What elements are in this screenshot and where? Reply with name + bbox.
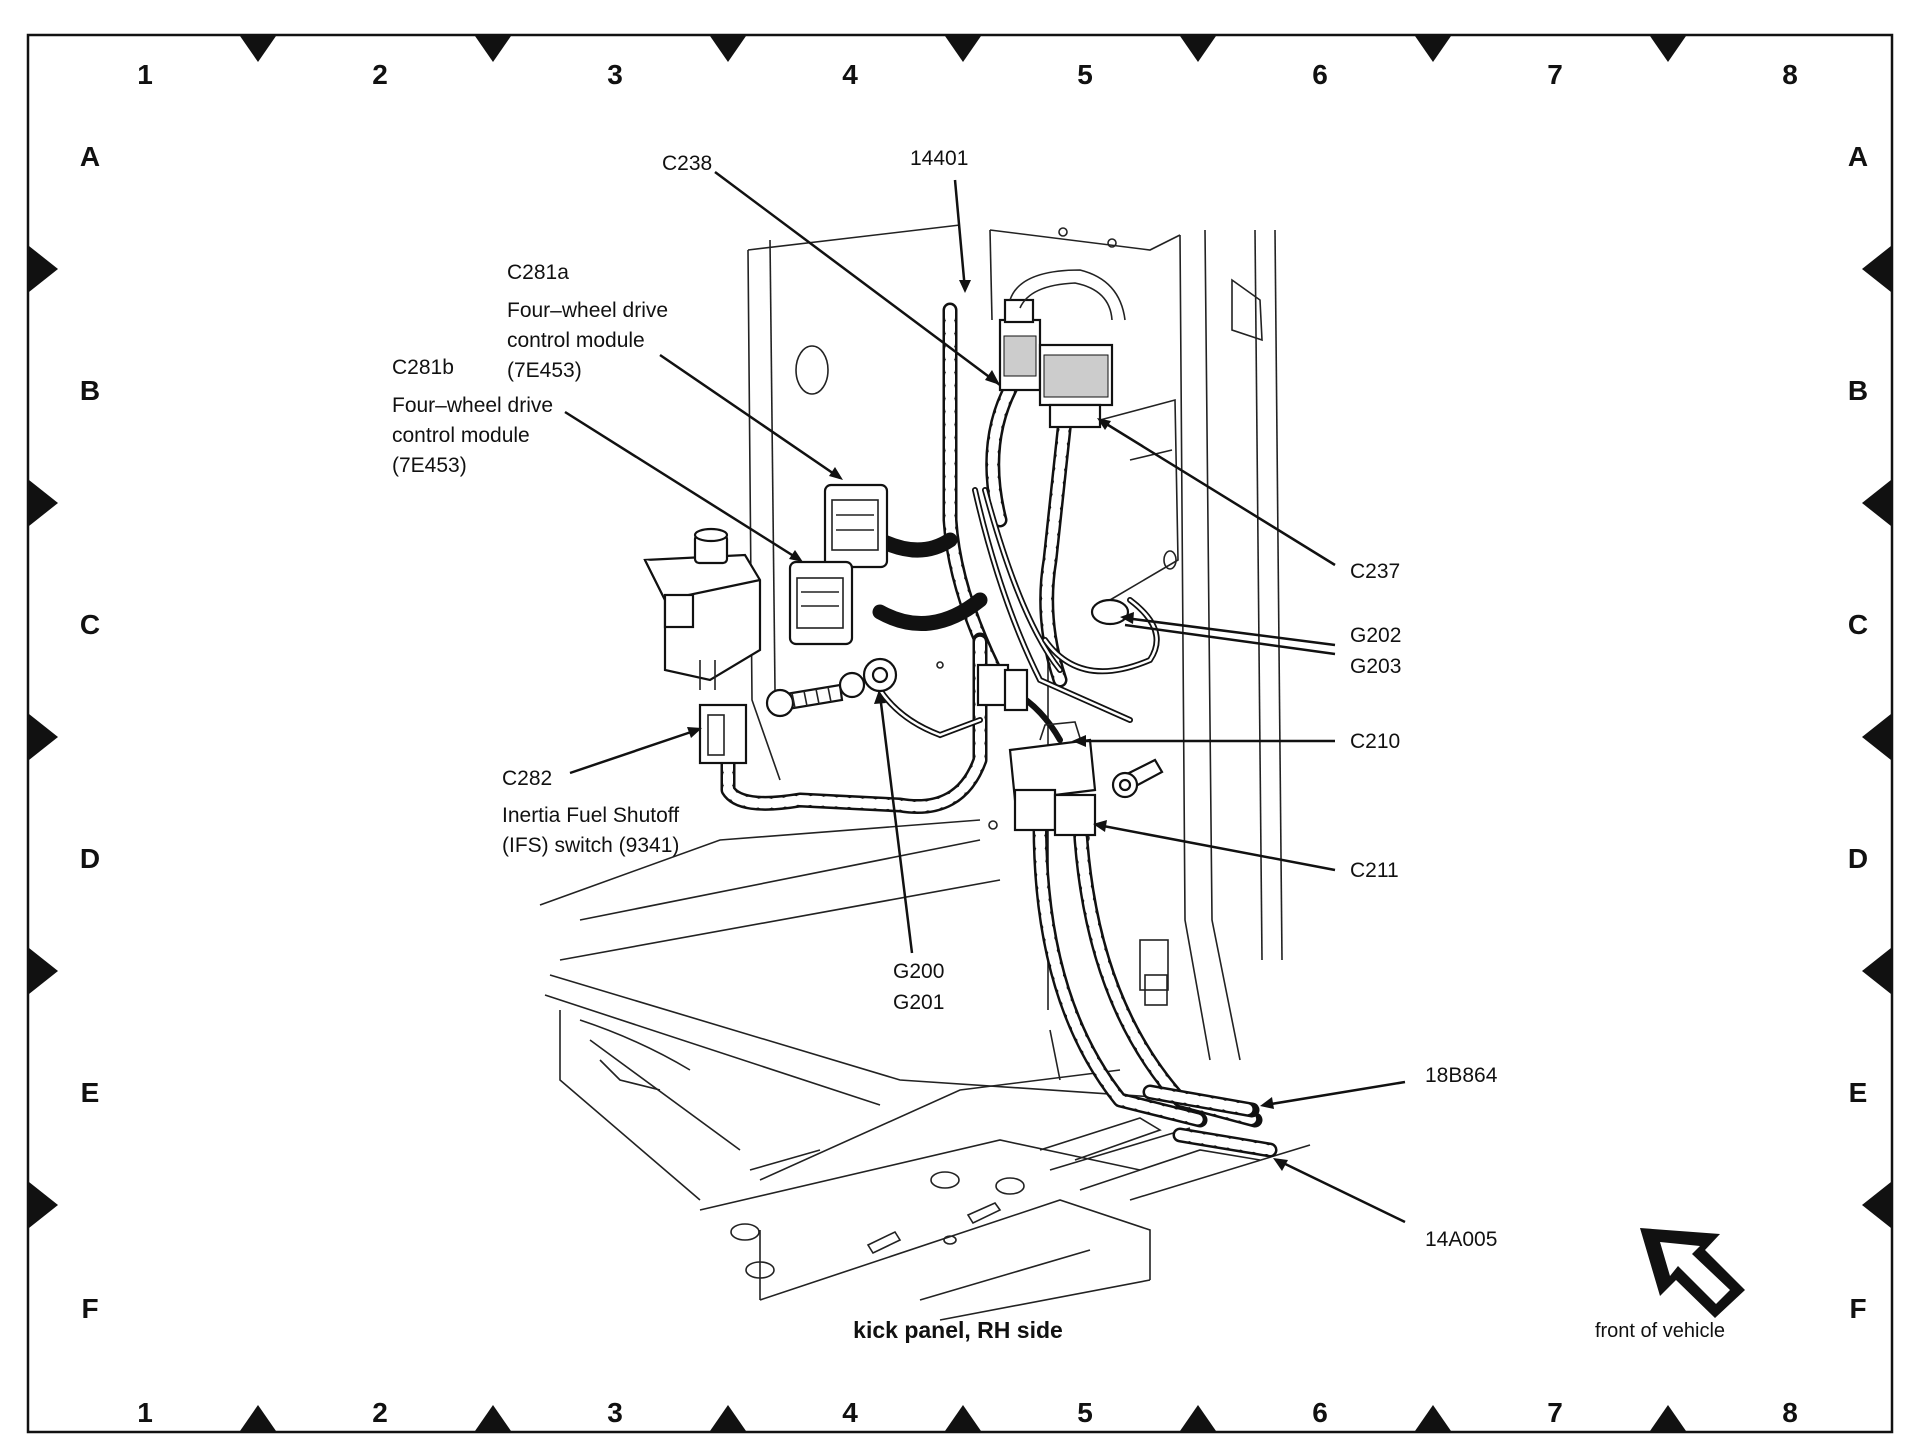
left-row-labels: A B C D E F (80, 141, 100, 1324)
row-label-f: F (1849, 1293, 1866, 1324)
col-label-4: 4 (842, 59, 858, 90)
col-label-7: 7 (1547, 59, 1563, 90)
c281b-connector (788, 560, 854, 646)
label-c281b-line2: control module (392, 424, 530, 447)
front-of-vehicle-label: front of vehicle (1595, 1320, 1725, 1342)
ifs-switch (643, 527, 762, 690)
label-c282-code: C282 (502, 767, 552, 790)
right-row-labels: A B C D E F (1848, 141, 1868, 1324)
col-label-5: 5 (1077, 1397, 1093, 1428)
c211-connector (1008, 721, 1097, 837)
col-label-4: 4 (842, 1397, 858, 1428)
label-14401: 14401 (910, 147, 968, 170)
right-zone-markers (1862, 246, 1891, 1228)
label-g200: G200 (893, 960, 944, 983)
col-label-6: 6 (1312, 1397, 1328, 1428)
row-label-d: D (80, 843, 100, 874)
top-zone-markers (240, 36, 1686, 62)
label-c281b-line3: (7E453) (392, 454, 467, 477)
label-c238: C238 (662, 152, 712, 175)
label-c282-line2: (IFS) switch (9341) (502, 834, 679, 857)
ground-bolt-right (1111, 758, 1164, 799)
body-structure (539, 224, 1311, 1321)
label-g203: G203 (1350, 655, 1401, 678)
col-label-1: 1 (137, 59, 153, 90)
callout-labels: C238 14401 C281a Four–wheel drive contro… (392, 147, 1498, 1251)
row-label-e: E (1849, 1077, 1868, 1108)
label-g201: G201 (893, 991, 944, 1014)
c210-connector (976, 663, 1029, 712)
row-label-b: B (1848, 375, 1868, 406)
col-label-8: 8 (1782, 1397, 1798, 1428)
label-c237: C237 (1350, 560, 1400, 583)
label-g202: G202 (1350, 624, 1401, 647)
label-c281b-line1: Four–wheel drive (392, 394, 553, 417)
row-label-d: D (1848, 843, 1868, 874)
col-label-5: 5 (1077, 59, 1093, 90)
row-label-a: A (80, 141, 100, 172)
label-c281a-line1: Four–wheel drive (507, 299, 668, 322)
ground-bolt-left (765, 657, 944, 718)
label-c211: C211 (1350, 859, 1399, 882)
diagram-frame (26, 33, 1894, 1434)
col-label-1: 1 (137, 1397, 153, 1428)
row-label-f: F (81, 1293, 98, 1324)
label-c282-line1: Inertia Fuel Shutoff (502, 804, 679, 827)
col-label-8: 8 (1782, 59, 1798, 90)
label-c281a-line2: control module (507, 329, 645, 352)
bottom-zone-markers (240, 1405, 1686, 1431)
bottom-column-labels: 1 2 3 4 5 6 7 8 (137, 1397, 1798, 1428)
row-label-b: B (80, 375, 100, 406)
col-label-3: 3 (607, 1397, 623, 1428)
col-label-2: 2 (372, 59, 388, 90)
row-label-e: E (81, 1077, 100, 1108)
c237-connector (1038, 343, 1114, 429)
col-label-3: 3 (607, 59, 623, 90)
col-label-6: 6 (1312, 59, 1328, 90)
row-label-c: C (1848, 609, 1868, 640)
leader-lines (564, 170, 1406, 1224)
left-zone-markers (29, 246, 58, 1228)
label-18b864: 18B864 (1425, 1064, 1498, 1087)
wiring-harnesses (720, 302, 1278, 1158)
row-label-c: C (80, 609, 100, 640)
label-c281b-code: C281b (392, 356, 454, 379)
label-c281a-line3: (7E453) (507, 359, 582, 382)
label-c281a-code: C281a (507, 261, 569, 284)
row-label-a: A (1848, 141, 1868, 172)
c282-connector (698, 703, 748, 765)
col-label-2: 2 (372, 1397, 388, 1428)
col-label-7: 7 (1547, 1397, 1563, 1428)
diagram-caption: kick panel, RH side (853, 1317, 1063, 1343)
front-arrow-icon (1640, 1228, 1745, 1318)
c238-connector (998, 298, 1042, 392)
components (643, 269, 1164, 837)
label-14a005: 14A005 (1425, 1228, 1497, 1251)
top-column-labels: 1 2 3 4 5 6 7 8 (137, 59, 1798, 90)
c281a-connector (823, 483, 889, 569)
label-c210: C210 (1350, 730, 1400, 753)
